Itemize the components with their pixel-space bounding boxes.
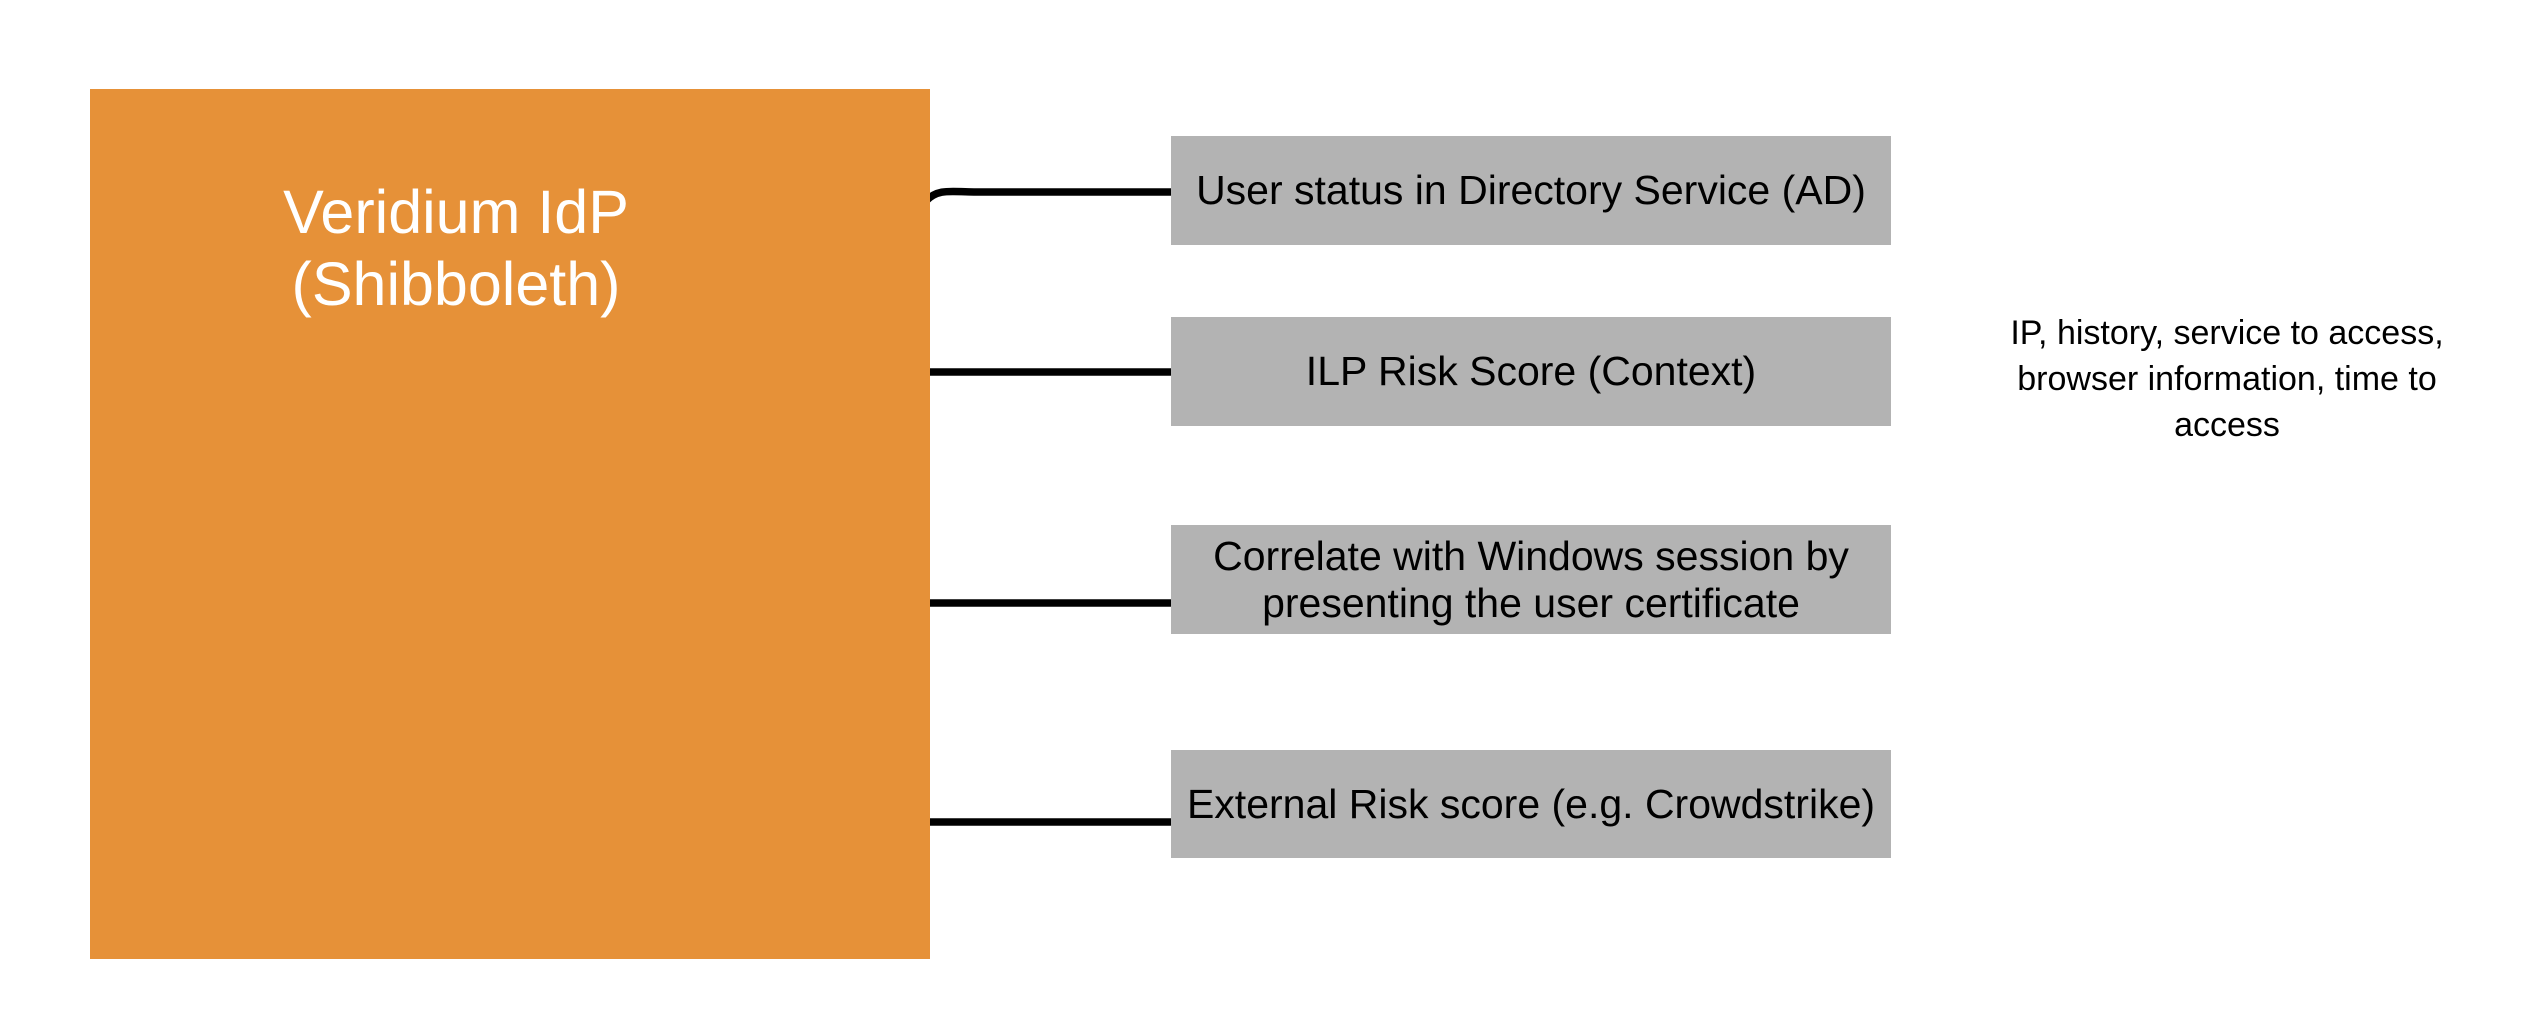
main-node-label: Veridium IdP (Shibboleth) [106,176,806,320]
factor-node-external-risk-score: External Risk score (e.g. Crowdstrike) [1171,750,1891,858]
annotation-line2: browser information, time to [2017,360,2437,398]
factor-node-correlate-windows-session: Correlate with Windows session by presen… [1171,525,1891,634]
context-annotation: IP, history, service to access, browser … [1947,310,2507,448]
main-node-label-line2: (Shibboleth) [291,250,621,318]
factor-node-ilp-risk-score: ILP Risk Score (Context) [1171,317,1891,426]
main-node-veridium-idp: Veridium IdP (Shibboleth) [90,89,930,959]
connector-line-1 [923,187,1178,204]
annotation-line1: IP, history, service to access, [2010,314,2444,352]
annotation-line3: access [2174,406,2280,444]
factor-node-user-status-ad: User status in Directory Service (AD) [1171,136,1891,245]
main-node-label-line1: Veridium IdP [283,178,629,246]
